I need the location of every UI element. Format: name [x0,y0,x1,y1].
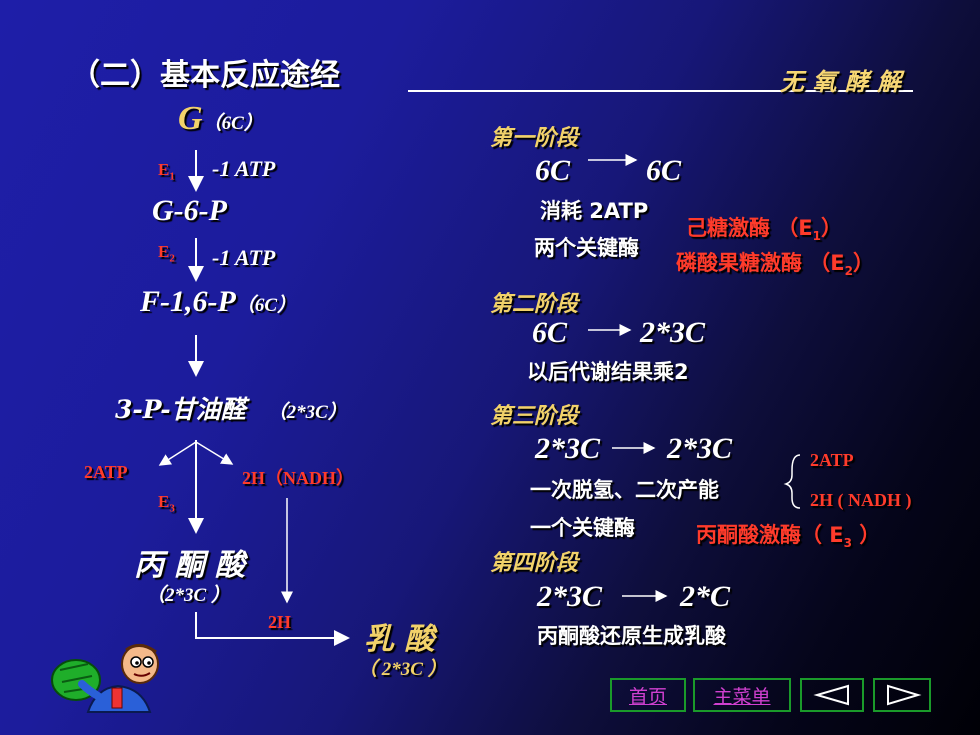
enzyme-e1: E1 [158,160,175,182]
stage3-enzyme-text: 丙酮酸激酶（ E [696,523,844,547]
stage1-enzyme1-text: 己糖激酶 （E [686,216,813,240]
stage1-title: 第一阶段 [490,126,579,151]
stage1-enzyme2: 磷酸果糖激酶 （E2） [676,247,874,278]
page-title: （二）基本反应途经 [70,58,340,93]
stage4-note: 丙酮酸还原生成乳酸 [537,624,726,648]
stage1-enzyme2-end: ） [853,251,875,275]
stage2-to: 2*3C [640,316,706,349]
pyruvate-carbon: （2*3C ） [146,585,230,606]
enzyme-e2: E2 [158,242,175,264]
enzyme-e2-sub: 2 [169,252,175,265]
stage2-note: 以后代谢结果乘2 [527,360,689,384]
stage3-brace-atp: 2ATP [810,450,854,470]
stage4-to: 2*C [680,580,731,613]
enzyme-e1-letter: E [158,160,170,179]
enzyme-e3-sub: 3 [169,502,175,515]
main-menu-button[interactable]: 主菜单 [693,678,791,712]
stage1-enzyme2-sub: 2 [844,264,854,279]
stage3-enzyme-sub: 3 [843,536,853,551]
branch-atp: 2ATP [84,462,128,482]
stage3-note2: 一个关键酶 [530,516,635,540]
pyruvate-label: 丙 酮 酸 [134,548,245,583]
stage1-enzyme1-end: ） [821,216,843,240]
stage3-brace-nadh: 2H ( NADH ) [810,490,912,510]
stage4-from: 2*3C [537,580,603,613]
stage3-to: 2*3C [667,432,733,465]
stage4-title: 第四阶段 [490,551,579,576]
stage3-note1: 一次脱氢、二次产能 [530,478,719,502]
stage1-note1: 消耗 2ATP [540,199,649,223]
title-underline [408,90,913,92]
enzyme-e3: E3 [158,492,175,514]
enzyme-e1-sub: 1 [169,170,175,183]
stage1-to: 6C [646,154,682,187]
stage1-from: 6C [535,154,571,187]
stage2-from: 6C [532,316,568,349]
g6p-label: G-6-P [152,194,227,227]
triangle-left-icon [813,684,849,706]
stage1-enzyme2-text: 磷酸果糖激酶 （E [676,251,845,275]
g3p-carbon: （2*3C） [267,402,347,423]
brace-stage3 [783,454,801,509]
stage2-title: 第二阶段 [490,292,579,317]
triangle-right-icon [887,684,922,706]
g3p-node: 3-P-甘油醛 （2*3C） [115,390,347,426]
stage1-note2: 两个关键酶 [534,236,639,260]
f16p-node: F-1,6-P（6C） [140,285,296,319]
glucose-label: G [178,100,203,137]
glucose-carbon: （6C） [202,113,263,134]
enzyme-e2-letter: E [158,242,170,261]
arrow-pyruvate-to-lactate [195,612,350,646]
stage3-enzyme-end: ） [852,523,881,547]
lactate-label: 乳 酸 [364,622,435,657]
page-subtitle: 无 氧 酵 解 [780,68,902,96]
h2-label: 2H [268,612,292,632]
stage1-enzyme1-sub: 1 [812,229,822,244]
stage3-enzyme: 丙酮酸激酶（ E3 ） [696,519,880,550]
step1-atp: -1 ATP [212,156,276,181]
stage3-title: 第三阶段 [490,404,579,429]
stage1-enzyme1: 己糖激酶 （E1） [686,212,842,243]
prev-button[interactable] [800,678,864,712]
g3p-label: 3-P-甘油醛 [115,395,246,424]
home-button[interactable]: 首页 [610,678,686,712]
next-button[interactable] [873,678,931,712]
arrow-branch-atp [158,441,197,466]
enzyme-e3-letter: E [158,492,170,511]
arrow-branch-nadh [195,441,234,465]
lactate-carbon: （ 2*3C ） [358,659,447,680]
glucose-node: G（6C） [178,100,263,138]
f16p-carbon: （6C） [235,295,297,316]
f16p-label: F-1,6-P [140,285,236,318]
branch-nadh: 2H（NADH） [242,468,354,488]
cartoon-man-money-icon [51,644,159,713]
step2-atp: -1 ATP [212,245,276,270]
stage3-from: 2*3C [535,432,601,465]
